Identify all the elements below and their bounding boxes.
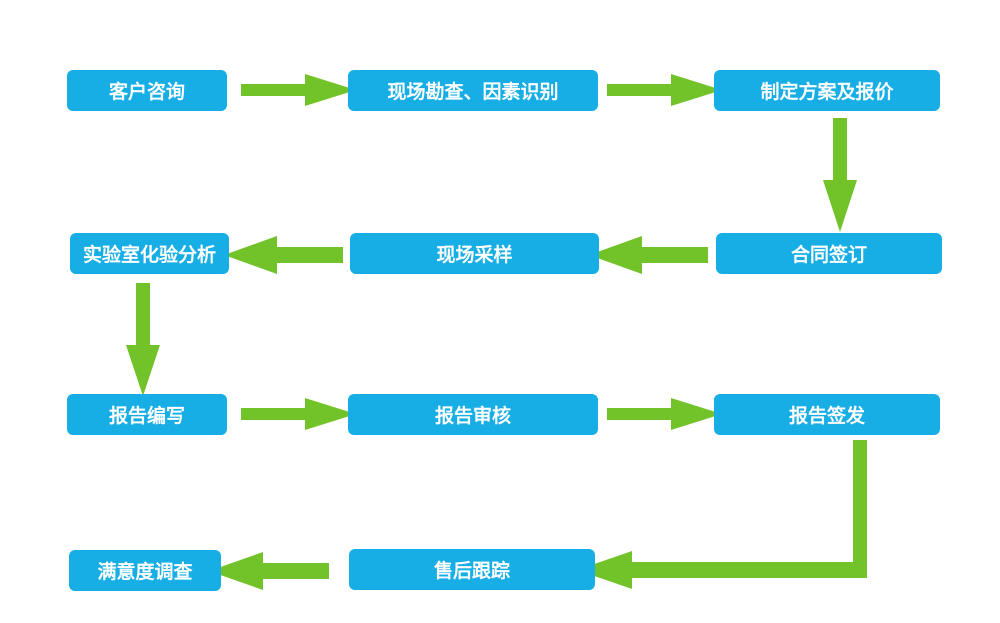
arrow-right [607,74,722,106]
step-site-survey: 现场勘查、因素识别 [348,70,598,111]
step-label: 制定方案及报价 [760,81,894,103]
step-label: 实验室化验分析 [82,244,216,266]
arrow-down [126,283,160,396]
step-satisfaction-survey: 满意度调查 [69,550,221,591]
step-contract-signing: 合同签订 [716,233,942,274]
step-after-sales: 售后跟踪 [349,549,595,590]
step-customer-consultation: 客户咨询 [67,70,227,111]
arrow-right [241,74,356,106]
step-label: 合同签订 [790,244,867,266]
step-label: 售后跟踪 [433,560,510,582]
step-label: 满意度调查 [97,561,193,583]
arrow-down [823,118,857,232]
step-lab-analysis: 实验室化验分析 [70,233,229,274]
arrow-left [589,236,708,274]
arrow-elbow [577,440,867,589]
step-label: 客户咨询 [108,81,185,103]
arrow-right [241,398,356,430]
step-report-issue: 报告签发 [714,394,940,435]
step-plan-quote: 制定方案及报价 [714,70,940,111]
arrow-left [209,552,329,590]
step-report-review: 报告审核 [348,394,598,435]
arrow-right [607,398,722,430]
arrow-left [224,236,343,274]
step-report-writing: 报告编写 [67,394,227,435]
step-label: 报告签发 [788,405,865,427]
step-label: 报告编写 [108,405,185,427]
step-site-sampling: 现场采样 [350,233,599,274]
step-label: 报告审核 [434,405,511,427]
step-label: 现场采样 [436,244,513,266]
step-label: 现场勘查、因素识别 [387,81,559,103]
